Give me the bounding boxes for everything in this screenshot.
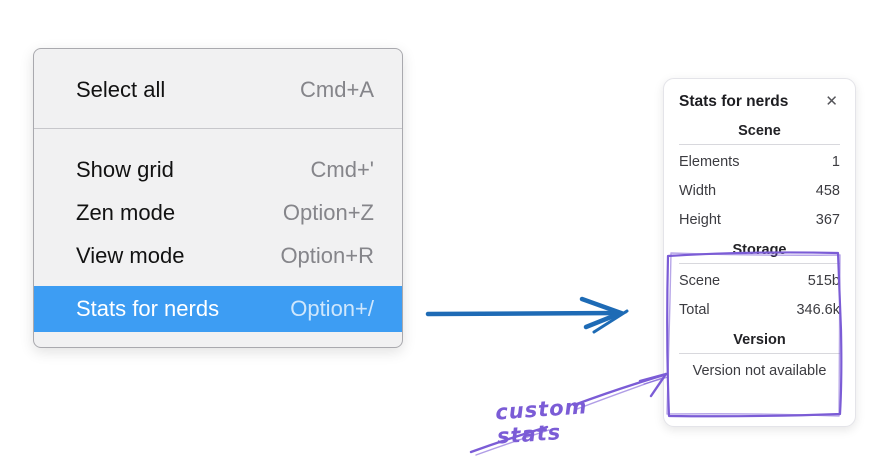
menu-item-shortcut: Cmd+A xyxy=(300,76,374,102)
stats-panel: Stats for nerds ✕ Scene Elements 1 Width… xyxy=(663,78,856,427)
menu-item-show-grid[interactable]: Show grid Cmd+' xyxy=(34,148,402,191)
stat-row-elements: Elements 1 xyxy=(679,148,840,177)
stat-value: 458 xyxy=(815,183,840,199)
stats-panel-title: Stats for nerds xyxy=(679,92,789,110)
section-rule xyxy=(679,353,840,354)
menu-item-label: View mode xyxy=(76,242,185,268)
blue-arrow xyxy=(425,296,629,334)
stat-value: 1 xyxy=(831,154,840,170)
menu-item-label: Select all xyxy=(76,76,166,102)
menu-item-shortcut: Option+R xyxy=(280,242,374,268)
menu-item-zen-mode[interactable]: Zen mode Option+Z xyxy=(34,191,402,234)
context-menu: Select all Cmd+A Show grid Cmd+' Zen mod… xyxy=(33,48,403,348)
section-rule xyxy=(679,263,840,264)
menu-item-label: Stats for nerds xyxy=(76,296,220,321)
menu-item-label: Zen mode xyxy=(76,199,176,225)
menu-item-shortcut: Option+Z xyxy=(282,199,374,225)
menu-item-shortcut: Option+/ xyxy=(290,296,374,321)
menu-item-view-mode[interactable]: View mode Option+R xyxy=(34,234,402,277)
menu-divider xyxy=(34,128,402,129)
section-heading-storage: Storage xyxy=(732,242,787,258)
menu-item-select-all[interactable]: Select all Cmd+A xyxy=(34,65,402,114)
stat-label: Total xyxy=(679,302,710,318)
stat-row-scene-size: Scene 515b xyxy=(679,267,840,296)
stat-label: Height xyxy=(679,212,721,228)
stat-value: 515b xyxy=(807,273,840,289)
violet-arrow xyxy=(469,372,669,456)
stat-row-height: Height 367 xyxy=(679,206,840,235)
stat-row-width: Width 458 xyxy=(679,177,840,206)
section-rule xyxy=(679,144,840,145)
stat-label: Width xyxy=(679,183,717,199)
custom-stats-annotation: custom stats xyxy=(494,394,589,449)
stat-label: Elements xyxy=(679,154,740,170)
menu-item-shortcut: Cmd+' xyxy=(310,156,375,182)
stat-label: Scene xyxy=(679,273,721,289)
stat-row-total-size: Total 346.6k xyxy=(679,296,840,325)
version-note: Version not available xyxy=(692,363,827,379)
stat-value: 346.6k xyxy=(796,302,840,318)
section-heading-scene: Scene xyxy=(738,123,781,139)
menu-item-stats-for-nerds[interactable]: Stats for nerds Option+/ xyxy=(34,286,402,332)
section-heading-version: Version xyxy=(733,332,786,348)
stat-value: 367 xyxy=(815,212,840,228)
close-icon[interactable]: ✕ xyxy=(825,93,838,110)
menu-item-label: Show grid xyxy=(76,156,174,182)
